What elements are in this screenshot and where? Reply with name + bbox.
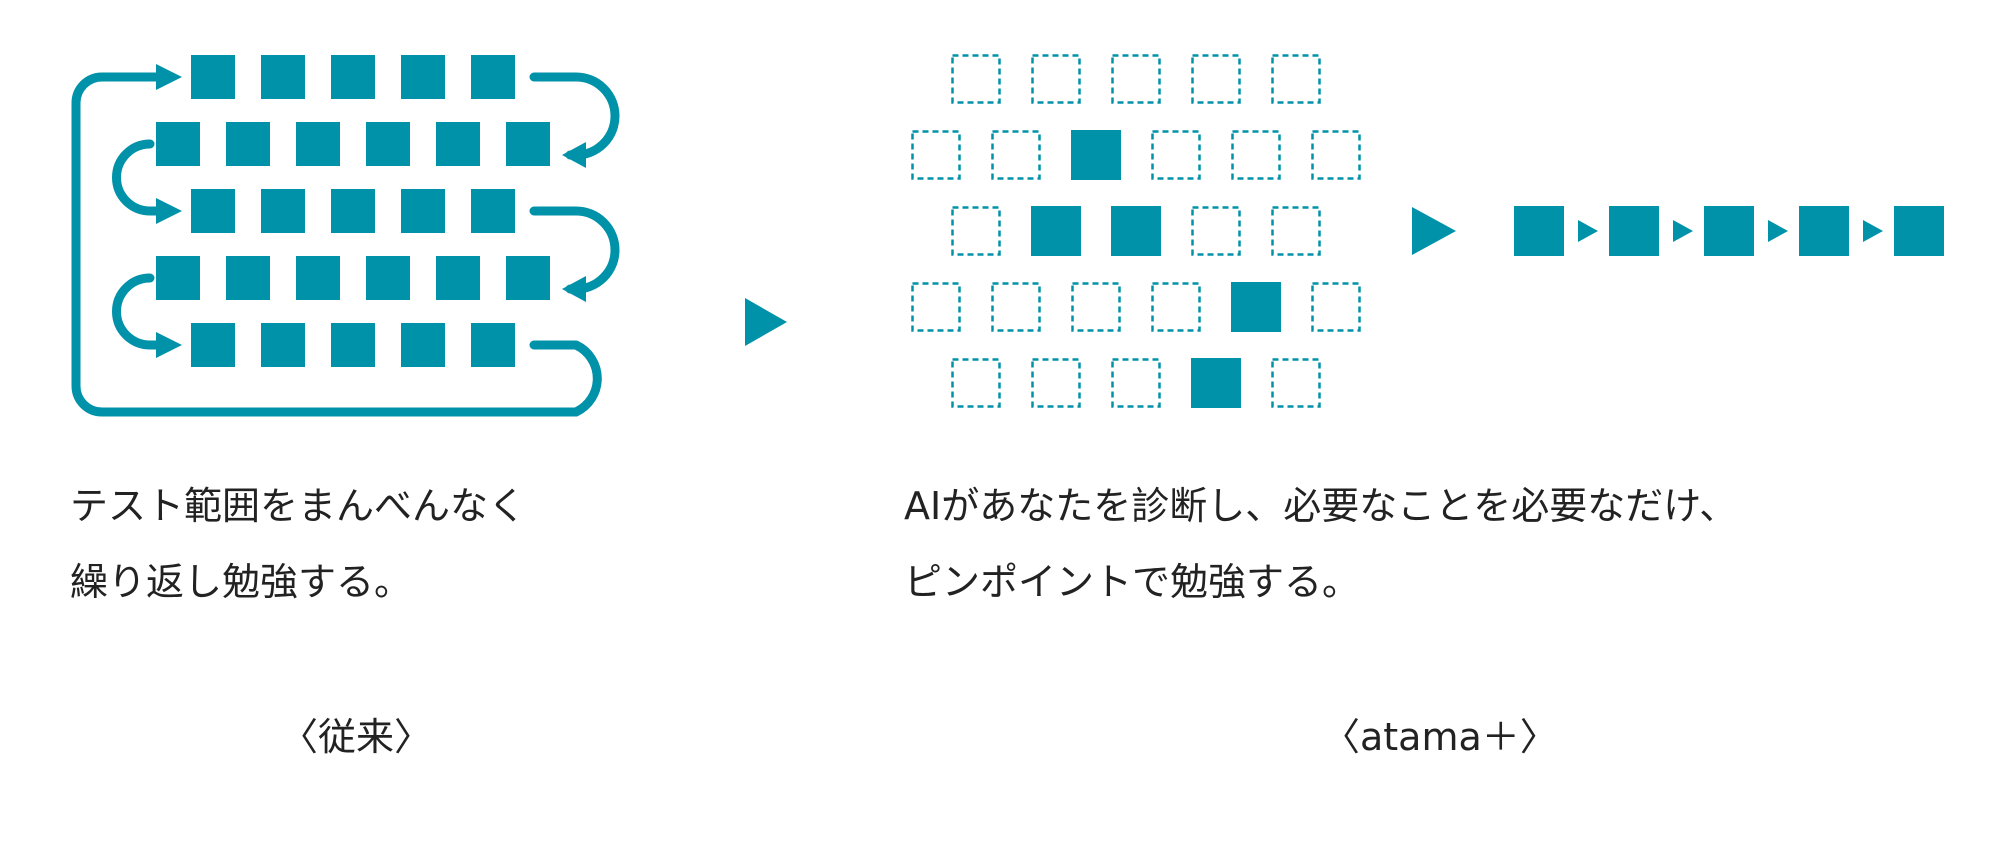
study-block bbox=[191, 189, 235, 233]
study-block bbox=[331, 323, 375, 367]
pinpoint-study-chain bbox=[1514, 206, 1944, 256]
study-block bbox=[366, 122, 410, 166]
conventional-study-grid bbox=[156, 55, 550, 367]
skipped-block bbox=[1271, 54, 1321, 104]
atama-description-line2: ピンポイントで勉強する。 bbox=[904, 560, 1361, 604]
skipped-block bbox=[1151, 130, 1201, 180]
study-block bbox=[296, 122, 340, 166]
study-block bbox=[366, 256, 410, 300]
study-block bbox=[191, 323, 235, 367]
skipped-block bbox=[911, 130, 961, 180]
repeat-path-line bbox=[71, 72, 620, 417]
skipped-block bbox=[1231, 130, 1281, 180]
conventional-description-line2: 繰り返し勉強する。 bbox=[70, 560, 413, 604]
chain-arrow-icon bbox=[1578, 220, 1598, 242]
diagnosed-block bbox=[1071, 130, 1121, 180]
skipped-block bbox=[1311, 282, 1361, 332]
chain-arrow-icon bbox=[1768, 220, 1788, 242]
skipped-block bbox=[1111, 54, 1161, 104]
study-block bbox=[506, 122, 550, 166]
arrowhead-icon bbox=[156, 332, 182, 358]
atama-description-line1: AIがあなたを診断し、必要なことを必要なだけ、 bbox=[904, 484, 1738, 528]
study-block bbox=[261, 55, 305, 99]
study-block bbox=[401, 323, 445, 367]
study-block bbox=[191, 55, 235, 99]
study-block bbox=[261, 189, 305, 233]
study-block bbox=[401, 189, 445, 233]
conventional-description: テスト範囲をまんべんなく 繰り返し勉強する。 bbox=[70, 468, 526, 620]
diagnosed-block bbox=[1231, 282, 1281, 332]
skipped-block bbox=[911, 282, 961, 332]
study-block bbox=[331, 189, 375, 233]
study-block bbox=[226, 256, 270, 300]
skipped-block bbox=[1191, 206, 1241, 256]
chain-arrow-icon bbox=[1673, 220, 1693, 242]
skipped-block bbox=[1271, 358, 1321, 408]
diagnosed-block bbox=[1191, 358, 1241, 408]
study-block bbox=[436, 122, 480, 166]
study-block bbox=[506, 256, 550, 300]
repeat-path-arrowheads bbox=[156, 64, 586, 358]
ai-diagnosis-grid bbox=[911, 54, 1361, 408]
arrowhead-icon bbox=[562, 276, 586, 302]
skipped-block bbox=[1311, 130, 1361, 180]
study-block bbox=[401, 55, 445, 99]
study-block bbox=[296, 256, 340, 300]
skipped-block bbox=[951, 358, 1001, 408]
transition-arrow-icon bbox=[745, 298, 787, 346]
pinpoint-block bbox=[1799, 206, 1849, 256]
skipped-block bbox=[1031, 54, 1081, 104]
chain-arrow-icon bbox=[1863, 220, 1883, 242]
atama-description: AIがあなたを診断し、必要なことを必要なだけ、 ピンポイントで勉強する。 bbox=[904, 468, 1737, 620]
skipped-block bbox=[1031, 358, 1081, 408]
skipped-block bbox=[1071, 282, 1121, 332]
diagnosed-block bbox=[1111, 206, 1161, 256]
study-block bbox=[471, 189, 515, 233]
arrowhead-icon bbox=[562, 142, 586, 168]
skipped-block bbox=[991, 282, 1041, 332]
skipped-block bbox=[991, 130, 1041, 180]
study-block bbox=[261, 323, 305, 367]
result-arrow-icon bbox=[1412, 207, 1456, 255]
study-block bbox=[471, 55, 515, 99]
study-block bbox=[436, 256, 480, 300]
study-block bbox=[156, 122, 200, 166]
study-block bbox=[471, 323, 515, 367]
skipped-block bbox=[951, 206, 1001, 256]
pinpoint-block bbox=[1704, 206, 1754, 256]
arrowhead-icon bbox=[156, 198, 182, 224]
conventional-label: 〈従来〉 bbox=[280, 715, 433, 759]
skipped-block bbox=[951, 54, 1001, 104]
study-block bbox=[331, 55, 375, 99]
pinpoint-block bbox=[1609, 206, 1659, 256]
skipped-block bbox=[1151, 282, 1201, 332]
pinpoint-block bbox=[1894, 206, 1944, 256]
skipped-block bbox=[1271, 206, 1321, 256]
arrowhead-icon bbox=[156, 64, 182, 90]
skipped-block bbox=[1111, 358, 1161, 408]
conventional-description-line1: テスト範囲をまんべんなく bbox=[70, 484, 527, 528]
skipped-block bbox=[1191, 54, 1241, 104]
atama-label: 〈atama＋〉 bbox=[1322, 715, 1558, 759]
diagnosed-block bbox=[1031, 206, 1081, 256]
study-block bbox=[226, 122, 270, 166]
pinpoint-block bbox=[1514, 206, 1564, 256]
study-block bbox=[156, 256, 200, 300]
